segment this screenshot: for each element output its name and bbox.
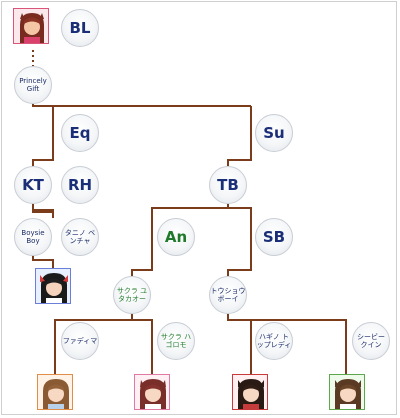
line-sy-left (54, 314, 133, 374)
node-tanino-benjya-label: タニノ ベンチャ (64, 229, 96, 245)
node-fantima[interactable]: ファディマ (61, 322, 99, 360)
node-hagino-topleddy-label: ハギノ トップレディ (256, 333, 292, 349)
node-bl[interactable]: BL (61, 9, 99, 47)
portrait-bottom-2[interactable] (134, 374, 170, 410)
portrait-top[interactable] (13, 8, 49, 44)
horse-girl-portrait-icon (14, 9, 48, 43)
node-seeby-quin-label: シービー クイン (357, 333, 385, 349)
node-sakura-hagoromo-label: サクラ ハゴロモ (160, 333, 192, 349)
portrait-middle[interactable] (35, 268, 71, 304)
node-kt[interactable]: KT (14, 166, 52, 204)
node-su[interactable]: Su (255, 114, 293, 152)
node-seeby-quin[interactable]: シービー クイン (352, 322, 390, 360)
node-tanino-benjya[interactable]: タニノ ベンチャ (61, 218, 99, 256)
horse-girl-portrait-icon (38, 375, 72, 409)
line-to-kt (32, 106, 54, 166)
node-tb[interactable]: TB (209, 166, 247, 204)
horse-girl-portrait-icon (36, 269, 70, 303)
node-tb-label: TB (217, 176, 239, 194)
node-princely-gift-label: Princely Gift (19, 77, 47, 93)
node-su-label: Su (263, 124, 285, 142)
node-kt-label: KT (22, 176, 44, 194)
horse-girl-portrait-icon (330, 375, 364, 409)
node-eq-label: Eq (69, 124, 91, 142)
node-rh-label: RH (67, 176, 93, 194)
node-eq[interactable]: Eq (61, 114, 99, 152)
line-pg-split (32, 104, 251, 107)
node-boysie-boy[interactable]: Boysie Boy (14, 218, 52, 256)
node-boysie-boy-label: Boysie Boy (21, 229, 45, 245)
node-sb-label: SB (262, 228, 286, 246)
line-tb2-right (251, 319, 347, 374)
horse-girl-portrait-icon (135, 375, 169, 409)
node-tosho-boy-label: トウショウ ボーイ (210, 287, 246, 303)
node-hagino-topleddy[interactable]: ハギノ トップレディ (255, 322, 293, 360)
node-sakura-yutaka-o[interactable]: サクラ ユタカオー (113, 276, 151, 314)
line-to-tb (227, 106, 252, 166)
node-an-label: An (164, 228, 188, 246)
node-fantima-label: ファディマ (62, 337, 98, 345)
horse-girl-portrait-icon (233, 375, 267, 409)
node-sb[interactable]: SB (255, 218, 293, 256)
node-sakura-yutaka-o-label: サクラ ユタカオー (116, 287, 148, 303)
line-tb2-left (227, 314, 252, 374)
node-tosho-boy[interactable]: トウショウ ボーイ (209, 276, 247, 314)
node-rh[interactable]: RH (61, 166, 99, 204)
portrait-bottom-4[interactable] (329, 374, 365, 410)
line-sy-right (132, 319, 153, 374)
node-sakura-hagoromo[interactable]: サクラ ハゴロモ (157, 322, 195, 360)
line-tb-tosho (227, 207, 252, 276)
node-bl-label: BL (69, 19, 91, 37)
line-boysie-portrait (32, 256, 54, 268)
node-princely-gift[interactable]: Princely Gift (14, 66, 52, 104)
portrait-bottom-3[interactable] (232, 374, 268, 410)
portrait-bottom-1[interactable] (37, 374, 73, 410)
node-an[interactable]: An (157, 218, 195, 256)
